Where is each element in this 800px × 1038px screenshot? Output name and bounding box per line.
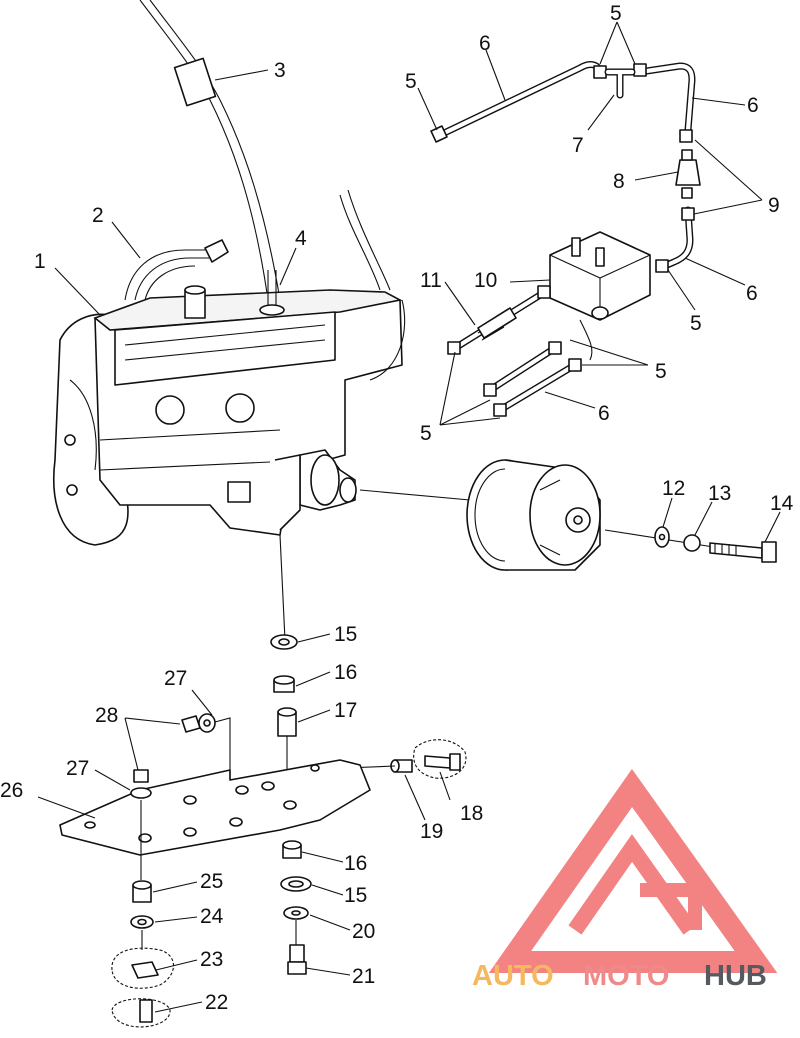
mounting-plate-26 [59, 717, 371, 856]
cable-boot [173, 57, 217, 107]
callout-5a: 5 [405, 70, 417, 93]
callout-labels: 1 2 3 4 5 5 5 5 5 6 6 6 6 7 8 9 10 11 12… [0, 2, 794, 1014]
callout-13: 13 [708, 482, 731, 505]
callout-8: 8 [613, 170, 625, 193]
leader-lines [37, 21, 781, 1013]
bolt-18-spacer-19 [344, 739, 467, 779]
bolt-14 [709, 541, 777, 563]
watermark-text: AUTO MOTO HUB [472, 960, 767, 992]
mount-stack-left [111, 880, 175, 1028]
callout-7: 7 [572, 134, 584, 157]
mount-stack-upper [270, 634, 298, 800]
fuel-system [430, 61, 701, 417]
callout-24: 24 [200, 905, 224, 928]
callout-6c: 6 [746, 282, 758, 305]
logo-triangle-icon [488, 768, 778, 973]
callout-5e: 5 [420, 422, 432, 445]
watermark-text-moto: MOTO [583, 960, 669, 992]
callout-5b: 5 [610, 2, 622, 25]
callout-12: 12 [662, 477, 685, 500]
callout-16a: 16 [334, 661, 357, 684]
callout-21: 21 [352, 965, 375, 988]
callout-14: 14 [770, 492, 794, 515]
logo-inner-chevron-icon [568, 834, 697, 935]
nut-28-washer-27 [130, 713, 216, 880]
callout-16b: 16 [344, 852, 367, 875]
callout-28: 28 [95, 704, 118, 727]
callout-15a: 15 [334, 623, 357, 646]
callout-27a: 27 [164, 667, 187, 690]
logo-g-bar-icon [640, 883, 702, 930]
callout-18: 18 [460, 802, 483, 825]
watermark-text-auto: AUTO [472, 960, 554, 992]
callout-20: 20 [352, 920, 375, 943]
callout-9: 9 [768, 194, 780, 217]
mount-stack-right [280, 840, 312, 975]
axis-line [279, 534, 286, 641]
drive-clutch [466, 459, 601, 571]
callout-6b: 6 [747, 94, 759, 117]
callout-4: 4 [295, 227, 307, 250]
callout-5c: 5 [690, 312, 702, 335]
callout-10: 10 [474, 269, 497, 292]
callout-1: 1 [34, 250, 46, 273]
throttle-cable [139, 0, 281, 301]
axis-line [359, 489, 471, 501]
callout-27b: 27 [66, 757, 89, 780]
watermark-logo [488, 768, 778, 973]
engine-assembly [53, 189, 406, 546]
callout-6d: 6 [598, 402, 610, 425]
callout-6a: 6 [479, 32, 491, 55]
callout-5d: 5 [655, 360, 667, 383]
callout-2: 2 [92, 204, 104, 227]
callout-23: 23 [200, 948, 223, 971]
callout-17: 17 [334, 699, 357, 722]
callout-15b: 15 [344, 884, 367, 907]
callout-25: 25 [200, 870, 223, 893]
callout-22: 22 [205, 991, 228, 1014]
lock-washer-13 [683, 534, 701, 552]
callout-26: 26 [0, 779, 23, 802]
callout-3: 3 [274, 59, 286, 82]
callout-11: 11 [420, 269, 442, 292]
watermark-text-hub: HUB [704, 960, 767, 992]
callout-19: 19 [420, 820, 443, 843]
